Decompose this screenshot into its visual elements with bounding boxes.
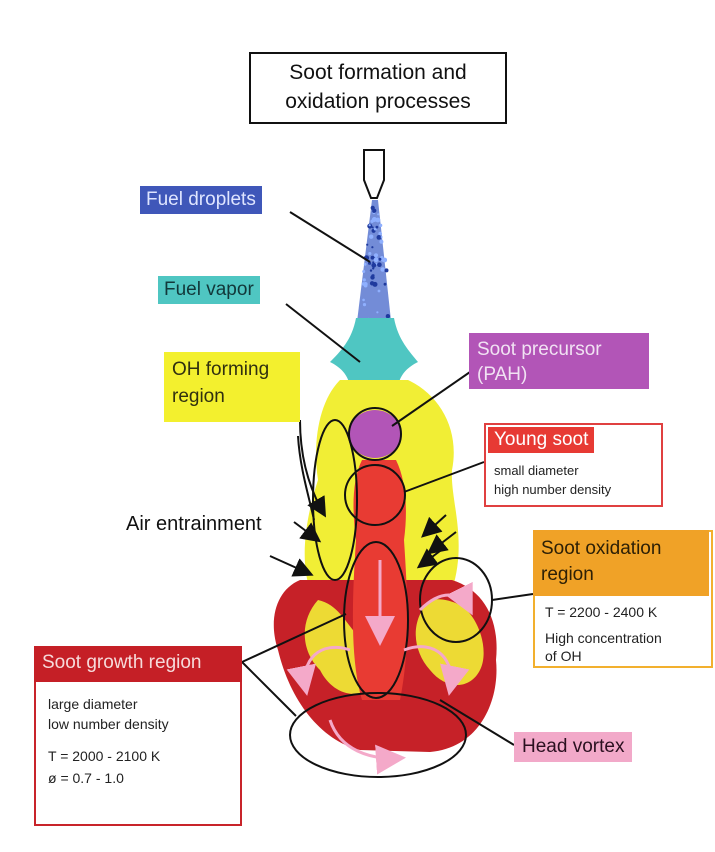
- fuel-droplet: [384, 283, 387, 286]
- fuel-droplet: [372, 274, 374, 276]
- fuel-droplet: [381, 236, 383, 238]
- soot-oxidation-box: Soot oxidation region T = 2200 - 2400 K …: [533, 530, 713, 668]
- fuel-droplet: [374, 253, 378, 257]
- soot-oxidation-heading: Soot oxidation region: [533, 530, 709, 596]
- fuel-droplet: [364, 263, 367, 266]
- young-soot-line-2: high number density: [494, 482, 611, 497]
- fuel-droplet: [371, 263, 376, 268]
- young-soot-box: Young soot small diameter high number de…: [484, 423, 663, 507]
- soot-growth-equivalence: ø = 0.7 - 1.0: [48, 770, 124, 786]
- soot-growth-line-1: large diameter: [48, 696, 138, 712]
- diagram-title: Soot formation and oxidation processes: [249, 52, 507, 124]
- soot-growth-line-2: low number density: [48, 716, 169, 732]
- soot-growth-box: Soot growth region large diameter low nu…: [34, 646, 242, 826]
- fuel-droplet: [368, 252, 371, 255]
- fuel-droplet: [380, 267, 385, 272]
- label-fuel-droplets: Fuel droplets: [140, 186, 262, 214]
- fuel-droplet: [386, 314, 390, 318]
- soot-oxidation-temperature: T = 2200 - 2400 K: [545, 604, 657, 620]
- fuel-droplet: [378, 258, 381, 261]
- fuel-droplet: [382, 258, 387, 263]
- title-line-2: oxidation processes: [251, 87, 505, 116]
- fuel-droplet: [374, 257, 379, 262]
- fuel-droplet: [378, 232, 382, 236]
- young-soot-heading: Young soot: [488, 427, 594, 453]
- fuel-droplet: [379, 224, 382, 227]
- fuel-droplet: [363, 303, 366, 306]
- fuel-droplet: [376, 226, 379, 229]
- fuel-droplet: [364, 282, 368, 286]
- fuel-droplet: [371, 206, 375, 210]
- fuel-droplet: [369, 224, 371, 226]
- fuel-droplet: [372, 210, 375, 213]
- fuel-droplet: [371, 246, 373, 248]
- label-air-entrainment: Air entrainment: [126, 513, 262, 536]
- fuel-droplet: [363, 278, 366, 281]
- title-line-1: Soot formation and: [251, 58, 505, 87]
- fuel-droplet: [377, 213, 379, 215]
- precursor-zone: [349, 410, 401, 458]
- label-oh-forming: OH forming region: [164, 352, 300, 422]
- fuel-droplet: [370, 281, 374, 285]
- fuel-droplet: [377, 235, 382, 240]
- fuel-droplet: [376, 311, 378, 313]
- label-fuel-vapor: Fuel vapor: [158, 276, 260, 304]
- soot-growth-heading: Soot growth region: [34, 646, 242, 682]
- fuel-droplet: [369, 235, 373, 239]
- fuel-droplet: [370, 220, 373, 223]
- young-soot-line-1: small diameter: [494, 463, 579, 478]
- fuel-droplet: [372, 226, 374, 228]
- soot-growth-temperature: T = 2000 - 2100 K: [48, 748, 160, 764]
- injector-nozzle: [364, 150, 384, 198]
- label-soot-precursor: Soot precursor (PAH): [469, 333, 649, 389]
- fuel-droplet: [362, 299, 365, 302]
- fuel-droplet: [385, 268, 389, 272]
- fuel-droplet: [362, 270, 365, 273]
- label-head-vortex: Head vortex: [514, 732, 632, 762]
- soot-oxidation-line-2: of OH: [545, 648, 582, 664]
- fuel-droplet: [376, 218, 381, 223]
- fuel-droplet: [377, 262, 382, 267]
- fuel-droplet: [378, 290, 381, 293]
- fuel-droplet: [370, 269, 372, 271]
- fuel-droplet: [379, 240, 383, 244]
- fuel-droplet: [366, 244, 368, 246]
- soot-oxidation-line-1: High concentration: [545, 630, 662, 646]
